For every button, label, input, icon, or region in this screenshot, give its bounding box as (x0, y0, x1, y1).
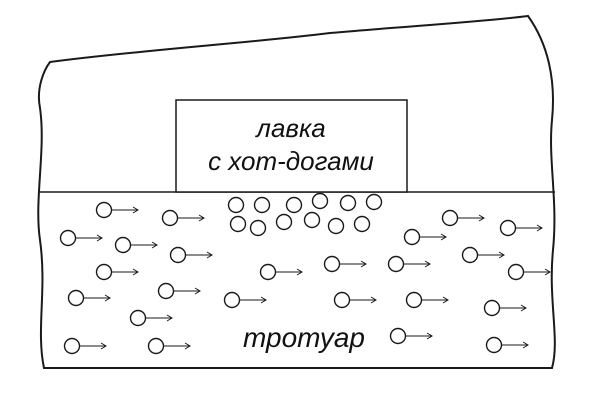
pedestrian-moving-icon (114, 236, 158, 254)
pedestrian-moving-icon (461, 246, 505, 264)
pedestrian-moving-icon (147, 337, 191, 355)
building-outline (37, 14, 556, 369)
queue-person-icon (353, 215, 371, 233)
pedestrian-moving-icon (129, 309, 173, 327)
pedestrian-moving-icon (161, 209, 205, 227)
stand-label-line2: с хот-догами (208, 146, 374, 176)
pedestrian-moving-icon (157, 282, 201, 300)
pedestrian-moving-icon (67, 289, 111, 307)
queue-person-icon (285, 196, 303, 214)
stand-label-line1: лавка (254, 113, 325, 143)
hotdog-stand (175, 99, 408, 193)
sidewalk-label: тротуар (243, 322, 365, 353)
pedestrian-moving-icon (323, 255, 367, 273)
pedestrian-moving-icon (63, 337, 107, 355)
queue-person-icon (253, 196, 271, 214)
pedestrian-moving-icon (507, 263, 551, 281)
queue-person-icon (229, 215, 247, 233)
queue-person-icon (365, 193, 383, 211)
pedestrian-moving-icon (485, 336, 529, 354)
queue-person-icon (227, 196, 245, 214)
pedestrian-moving-icon (223, 291, 267, 309)
pedestrian-moving-icon (387, 255, 431, 273)
pedestrian-moving-icon (441, 209, 485, 227)
pedestrian-moving-icon (95, 201, 139, 219)
pedestrian-moving-icon (259, 263, 303, 281)
pedestrian-moving-icon (389, 327, 433, 345)
pedestrian-moving-icon (59, 229, 103, 247)
pedestrian-moving-icon (483, 299, 527, 317)
queue-person-icon (311, 192, 329, 210)
pedestrian-moving-icon (499, 219, 543, 237)
queue-person-icon (339, 194, 357, 212)
pedestrian-moving-icon (95, 263, 139, 281)
queue-person-icon (275, 213, 293, 231)
queue-person-icon (327, 217, 345, 235)
pedestrian-moving-icon (333, 291, 377, 309)
pedestrian-moving-icon (403, 228, 447, 246)
queue-person-icon (303, 211, 321, 229)
pedestrians (59, 192, 551, 355)
queue-person-icon (249, 219, 267, 237)
pedestrian-moving-icon (405, 291, 449, 309)
pedestrian-moving-icon (169, 246, 213, 264)
